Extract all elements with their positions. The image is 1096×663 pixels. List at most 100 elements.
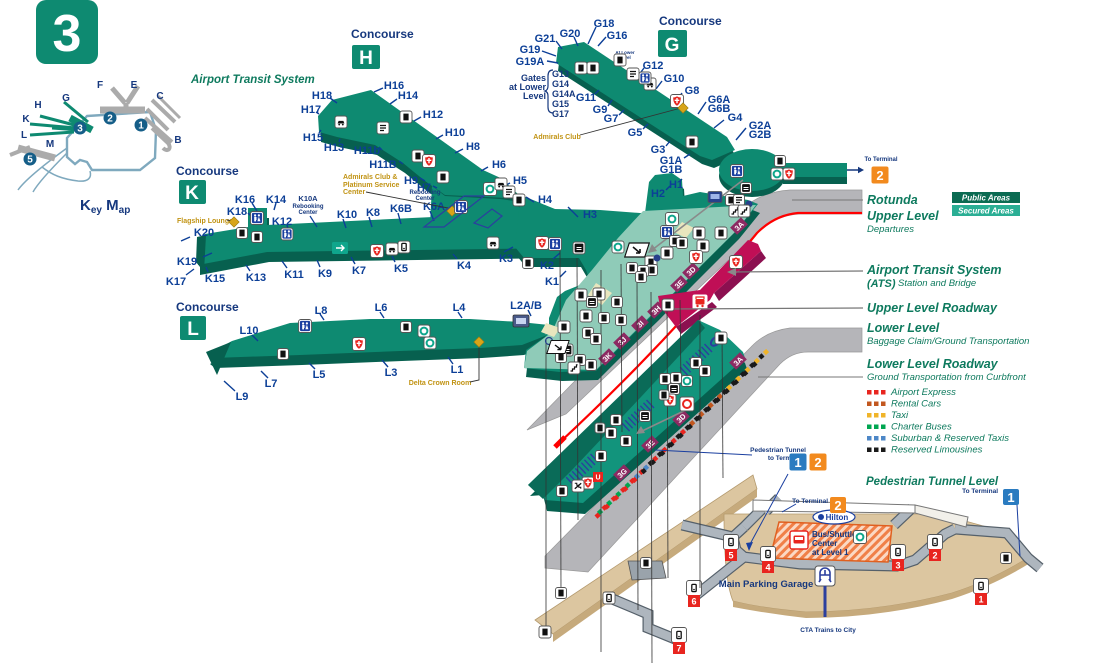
svg-text:G3: G3	[651, 144, 666, 156]
svg-text:Departures: Departures	[867, 224, 914, 235]
svg-text:G: G	[62, 93, 70, 104]
svg-text:1: 1	[794, 455, 801, 470]
svg-text:L4: L4	[453, 302, 467, 314]
svg-text:Baggage Claim/Ground Transport: Baggage Claim/Ground Transportation	[867, 336, 1029, 347]
svg-text:G4: G4	[728, 112, 744, 124]
svg-text:L6: L6	[375, 302, 388, 314]
svg-text:Station and Bridge: Station and Bridge	[898, 278, 976, 289]
svg-text:H11b: H11b	[354, 145, 381, 157]
svg-text:H13: H13	[324, 142, 344, 154]
svg-text:H10: H10	[445, 127, 465, 139]
svg-text:Upper Level: Upper Level	[867, 209, 939, 223]
svg-text:K: K	[185, 183, 199, 204]
svg-text:K19: K19	[177, 256, 197, 268]
svg-text:4: 4	[765, 562, 770, 572]
svg-text:Rebooking: Rebooking	[410, 190, 441, 196]
svg-text:H11B: H11B	[369, 159, 397, 171]
svg-text:1: 1	[978, 594, 983, 604]
svg-text:K: K	[22, 114, 30, 125]
svg-text:Level: Level	[523, 91, 546, 101]
svg-text:Lower Level: Lower Level	[867, 321, 940, 335]
svg-text:G6A: G6A	[708, 94, 731, 106]
svg-text:K7: K7	[352, 265, 366, 277]
svg-text:Admirals Club &: Admirals Club &	[343, 174, 397, 181]
svg-text:H1: H1	[669, 179, 683, 191]
svg-text:G17: G17	[552, 109, 569, 119]
svg-text:G: G	[665, 35, 680, 56]
svg-text:Center: Center	[415, 196, 435, 202]
svg-text:H12: H12	[423, 109, 443, 121]
svg-text:At Lower: At Lower	[615, 50, 634, 55]
svg-text:C: C	[156, 91, 163, 102]
svg-text:H16: H16	[384, 80, 404, 92]
svg-text:3I: 3I	[635, 319, 646, 330]
svg-text:H5: H5	[513, 175, 527, 187]
svg-text:K5: K5	[394, 263, 408, 275]
svg-text:G5: G5	[628, 127, 643, 139]
svg-text:at Lower: at Lower	[509, 82, 547, 92]
svg-text:Suburban & Reserved Taxis: Suburban & Reserved Taxis	[891, 433, 1009, 444]
svg-text:H2: H2	[651, 188, 665, 200]
svg-text:H18: H18	[312, 90, 332, 102]
svg-text:Airport Express: Airport Express	[890, 387, 956, 398]
svg-text:K18: K18	[227, 206, 247, 218]
svg-text:H: H	[359, 48, 373, 69]
svg-text:(ATS): (ATS)	[867, 278, 896, 290]
svg-text:Center: Center	[812, 539, 837, 548]
svg-text:G21: G21	[535, 33, 556, 45]
svg-text:Concourse: Concourse	[176, 300, 239, 314]
svg-text:Rental Cars: Rental Cars	[891, 399, 941, 410]
svg-text:K1: K1	[545, 276, 559, 288]
svg-text:G12: G12	[643, 60, 664, 72]
svg-text:Main Parking Garage: Main Parking Garage	[719, 579, 814, 590]
svg-text:G2B: G2B	[749, 129, 772, 141]
svg-text:H9: H9	[404, 175, 418, 187]
svg-text:H14: H14	[398, 90, 419, 102]
svg-text:Delta Crown Room: Delta Crown Room	[409, 380, 472, 387]
svg-text:G14A: G14A	[552, 89, 576, 99]
svg-text:U: U	[595, 475, 600, 482]
svg-text:Public Areas: Public Areas	[962, 194, 1011, 203]
svg-text:5: 5	[728, 550, 733, 560]
svg-text:Rotunda: Rotunda	[867, 193, 918, 207]
svg-text:E: E	[131, 80, 138, 91]
svg-text:1: 1	[138, 120, 144, 131]
svg-text:G1B: G1B	[660, 164, 683, 176]
svg-text:Pedestrian Tunnel: Pedestrian Tunnel	[750, 447, 806, 454]
svg-text:Rebooking: Rebooking	[293, 204, 324, 210]
svg-text:7: 7	[676, 643, 681, 653]
svg-text:H4: H4	[538, 194, 553, 206]
svg-text:5: 5	[27, 154, 33, 165]
svg-text:G2A: G2A	[749, 120, 772, 132]
svg-text:CTA Trains to City: CTA Trains to City	[800, 627, 856, 634]
svg-text:G1A: G1A	[660, 155, 683, 167]
svg-text:L9: L9	[236, 391, 249, 403]
svg-text:H17: H17	[301, 104, 321, 116]
svg-text:Hilton: Hilton	[826, 513, 849, 522]
svg-text:Bus/Shuttle: Bus/Shuttle	[812, 530, 857, 539]
svg-text:L1: L1	[451, 364, 464, 376]
svg-text:3: 3	[53, 5, 82, 63]
svg-text:G7: G7	[604, 113, 619, 125]
svg-text:K13: K13	[246, 272, 266, 284]
svg-text:K16: K16	[235, 194, 255, 206]
svg-text:Center: Center	[298, 210, 318, 216]
svg-text:2: 2	[814, 455, 821, 470]
svg-text:K2: K2	[540, 260, 554, 272]
svg-text:Concourse: Concourse	[351, 27, 414, 41]
svg-text:1: 1	[1007, 490, 1014, 505]
svg-text:Reserved Limousines: Reserved Limousines	[891, 445, 983, 456]
svg-text:G16: G16	[607, 30, 628, 42]
svg-text:G19A: G19A	[516, 56, 545, 68]
svg-text:K6B: K6B	[390, 203, 412, 215]
svg-text:H8: H8	[466, 141, 480, 153]
svg-text:K10A: K10A	[298, 194, 318, 203]
svg-text:K15: K15	[205, 273, 225, 285]
svg-text:Concourse: Concourse	[176, 164, 239, 178]
svg-text:2: 2	[107, 113, 113, 124]
svg-text:K20: K20	[194, 227, 214, 239]
svg-text:Ground Transportation from Cur: Ground Transportation from Curbfront	[867, 372, 1026, 383]
svg-text:H: H	[34, 100, 41, 111]
svg-text:K8: K8	[366, 207, 380, 219]
svg-text:G6B: G6B	[708, 103, 731, 115]
